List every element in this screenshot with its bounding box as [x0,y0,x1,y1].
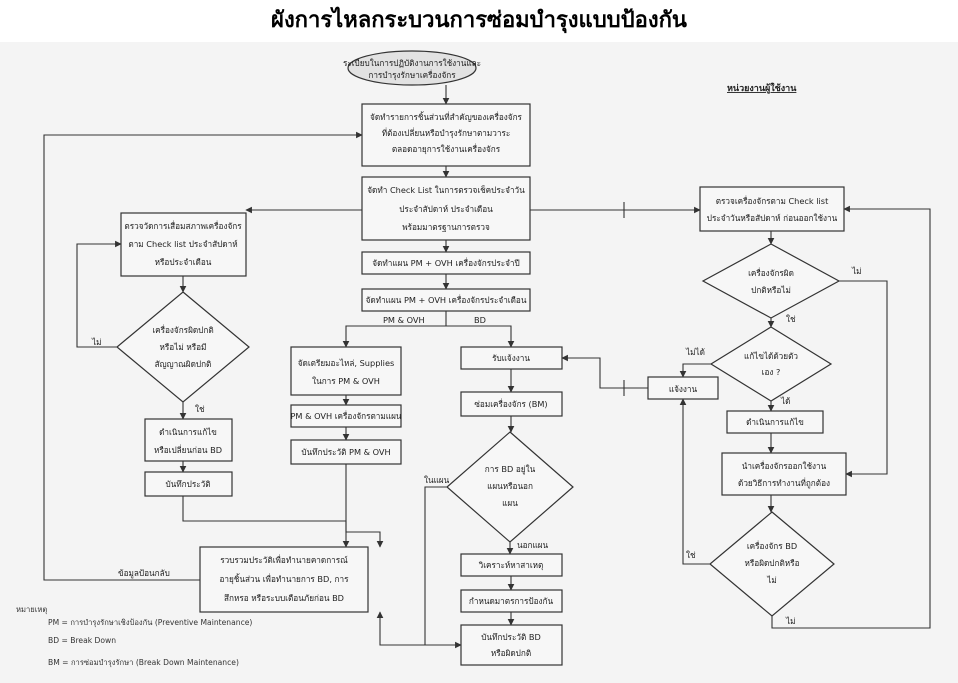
node-operate-box [721,452,847,496]
legend-row-pm: PM = การบำรุงรักษาเชิงป้องกัน (Preventiv… [48,618,252,627]
summary-text: รวบรวมประวัติเพื่อทำนายคาดการณ์อายุชิ้นส… [220,554,350,603]
label-cannot-fix: ไม่ได้ [685,347,705,357]
label-left-yes: ใช่ [195,404,205,414]
label-out-plan: นอกแผน [517,540,549,550]
repair-text: ซ่อมเครื่องจักร (BM) [474,398,547,409]
node-abnormal-decision [701,243,841,319]
legend-row-bd: BD = Break Down [48,636,116,645]
legend-heading: หมายเหตุ [16,605,47,614]
node-parts-list-box [361,103,531,167]
bd-plan-decision-text: การ BD อยู่ในแผนหรือนอกแผน [485,464,536,508]
node-right-fix-box [726,410,824,434]
label-in-plan: ในแผน [424,475,450,485]
node-self-fix-decision [709,326,833,402]
node-daily-check-box [699,186,845,232]
abnormal-decision-text: เครื่องจักรผิดปกติหรือไม่ [748,267,794,295]
node-summary-box [199,546,369,613]
legend-row-bm: BM = การซ่อมบำรุงรักษา (Break Down Maint… [48,658,239,667]
start-text: ระเบียบในการปฏิบัติงานการใช้งานและการบำร… [343,58,481,80]
operate-text: นำเครื่องจักรออกใช้งานด้วยวิธีการทำงานที… [738,460,830,489]
monthly-plan-text: จัดทำแผน PM + OVH เครื่องจักรประจำเดือน [366,294,527,305]
pm-execute-text: PM & OVH เครื่องจักรตามแผน [291,410,402,421]
parts-list-text: จัดทำรายการชิ้นส่วนที่สำคัญของเครื่องจัก… [370,111,522,154]
pm-record-text: บันทึกประวัติ PM & OVH [301,447,390,457]
receive-job-text: รับแจ้งงาน [492,353,530,363]
prevent-text: กำหนดมาตรการป้องกัน [469,596,554,606]
page-title: ผังการไหลกระบวนการซ่อมบำรุงแบบป้องกัน [271,8,687,33]
node-left-record-box [144,471,233,497]
start-terminator [347,50,477,86]
notify-text: แจ้งงาน [669,384,698,394]
legend: หมายเหตุ PM = การบำรุงรักษาเชิงป้องกัน (… [16,605,252,667]
label-bd-no: ไม่ [785,616,796,626]
label-abnormal-yes: ใช่ [786,314,796,324]
checklist-text: จัดทำ Check List ในการตรวจเช็คประจำวันปร… [367,185,525,232]
analyze-text: วิเคราะห์หาสาเหตุ [478,560,543,570]
user-unit-heading: หน่วยงานผู้ใช้งาน [727,82,797,94]
inspect-wear-text: ตรวจวัดการเสื่อมสภาพเครื่องจักรตาม Check… [124,220,242,267]
right-fix-text: ดำเนินการแก้ไข [746,417,804,427]
node-prepare-parts-box [290,346,402,396]
label-pm-ovh: PM & OVH [383,315,425,325]
node-bd-record-box [460,624,563,666]
self-fix-decision-text: แก้ไขได้ด้วยตัวเอง ? [744,351,798,377]
label-feedback: ข้อมูลป้อนกลับ [118,568,170,579]
fix-before-bd-text: ดำเนินการแก้ไขหรือเปลี่ยนก่อน BD [154,427,222,455]
left-decision-text: เครื่องจักรผิดปกติหรือไม่ หรือมีสัญญาณผิ… [152,324,213,369]
node-fix-before-bd-box [144,418,233,462]
label-can-fix: ได้ [780,396,790,406]
connectors [43,85,931,649]
label-abnormal-no: ไม่ [851,266,862,276]
label-bd: BD [474,315,486,325]
node-inspect-wear-box [120,212,247,277]
label-bd-yes: ใช่ [686,550,696,560]
annual-plan-text: จัดทำแผน PM + OVH เครื่องจักรประจำปี [372,257,519,268]
left-record-text: บันทึกประวัติ [165,479,210,489]
label-left-no: ไม่ [91,337,102,347]
